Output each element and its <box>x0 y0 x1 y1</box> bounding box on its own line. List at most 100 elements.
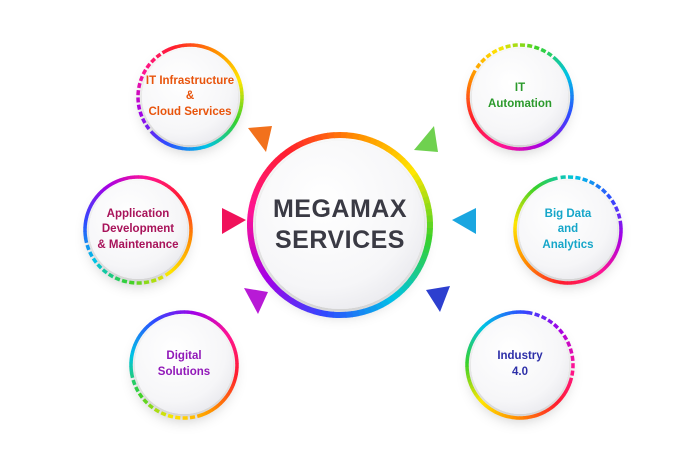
node-label-line: 4.0 <box>512 366 528 378</box>
ring-segment <box>545 178 551 184</box>
ring-segment <box>167 413 174 419</box>
ring-segment <box>171 144 177 149</box>
ring-segment <box>504 145 510 150</box>
center-title-line1: MEGAMAX <box>272 194 408 223</box>
center-title: MEGAMAX SERVICES <box>240 170 440 280</box>
ring-segment <box>494 314 500 320</box>
ring-segment <box>172 310 178 315</box>
ring-segment <box>497 313 503 319</box>
ring-segment <box>578 279 584 284</box>
ring-segment <box>501 312 507 317</box>
ring-segment <box>279 291 289 301</box>
ring-segment <box>542 179 548 185</box>
ring-segment <box>213 139 219 145</box>
ring-segment <box>533 413 539 418</box>
ring-segment <box>178 146 184 151</box>
ring-segment <box>274 286 285 297</box>
ring-segment <box>149 130 156 136</box>
ring-segment <box>357 308 366 317</box>
ring-segment <box>585 276 591 282</box>
ring-segment <box>161 139 167 145</box>
ring-segment <box>233 351 239 357</box>
node-label-line: Big Data <box>544 207 592 220</box>
ring-segment <box>266 277 276 288</box>
ring-segment <box>504 311 510 316</box>
ring-segment <box>480 57 487 64</box>
ring-segment <box>513 234 518 240</box>
ring-segment <box>568 105 573 111</box>
ring-segment <box>141 68 148 75</box>
ring-segment <box>368 304 378 313</box>
ring-segment <box>618 220 623 226</box>
ring-segment <box>203 45 209 50</box>
ring-segment <box>582 177 589 183</box>
ring-segment <box>284 294 294 304</box>
ring-segment <box>616 242 622 248</box>
ring-segment <box>126 175 132 180</box>
ring-segment <box>475 62 482 69</box>
ring-segment <box>493 409 500 416</box>
ring-segment <box>200 44 206 49</box>
ring-segment <box>178 43 184 48</box>
node-ring <box>83 175 193 285</box>
ring-segment <box>155 52 162 59</box>
ring-segment <box>386 146 396 156</box>
ring-segment <box>574 280 580 285</box>
ring-segment <box>115 178 121 184</box>
node-industry-4 <box>465 310 575 420</box>
ring-segment <box>504 414 510 419</box>
ring-segment <box>131 379 137 386</box>
ring-segment <box>191 310 196 315</box>
ring-segment <box>210 47 216 53</box>
ring-segment <box>570 355 575 361</box>
ring-segment <box>152 177 158 183</box>
ring-segment <box>465 354 470 360</box>
node-label-application-development: Application Development & Maintenance <box>78 185 198 275</box>
node-label-line: IT Infrastructure <box>145 74 235 87</box>
ring-segment <box>569 87 574 93</box>
ring-segment <box>546 51 553 58</box>
ring-segment <box>346 132 354 139</box>
node-label-line: Solutions <box>157 366 211 378</box>
ring-segment <box>527 310 533 316</box>
node-label-industry-4: Industry 4.0 <box>470 320 570 410</box>
ring-segment <box>207 46 213 52</box>
ring-segment <box>138 75 144 82</box>
node-label-line: Industry <box>497 350 543 363</box>
ring-segment <box>570 370 575 376</box>
ring-segment <box>145 62 152 69</box>
ring-segment <box>513 219 518 225</box>
node-disc <box>89 181 187 279</box>
ring-segment <box>138 111 144 118</box>
ring-segment <box>547 318 554 325</box>
ring-segment <box>234 370 239 376</box>
ring-segment <box>529 145 535 150</box>
ring-segment <box>232 348 238 354</box>
ring-segment <box>142 398 149 405</box>
ring-segment <box>290 142 300 152</box>
ring-segment <box>556 280 561 285</box>
ring-segment <box>307 306 317 315</box>
node-it-infrastructure <box>136 43 244 151</box>
node-label-line: IT <box>514 82 526 95</box>
center-node <box>246 131 434 319</box>
arrow-right <box>452 208 476 234</box>
ring-segment <box>390 291 400 301</box>
ring-segment <box>465 369 470 375</box>
ring-segment <box>326 311 334 318</box>
node-disc <box>519 181 617 279</box>
ring-segment <box>363 306 372 315</box>
ring-segment <box>160 411 167 417</box>
ring-segment <box>201 313 207 319</box>
ring-segment <box>296 139 306 149</box>
ring-segment <box>327 132 335 139</box>
ring-segment <box>391 149 401 159</box>
ring-segment <box>285 145 295 155</box>
ring-segment <box>171 45 177 50</box>
center-title-line2: SERVICES <box>275 226 405 254</box>
ring-segment <box>513 238 519 244</box>
nodes-layer <box>83 43 623 420</box>
ring-segment <box>465 373 471 379</box>
node-label-line: & <box>185 90 195 103</box>
ring-segment <box>530 414 536 419</box>
